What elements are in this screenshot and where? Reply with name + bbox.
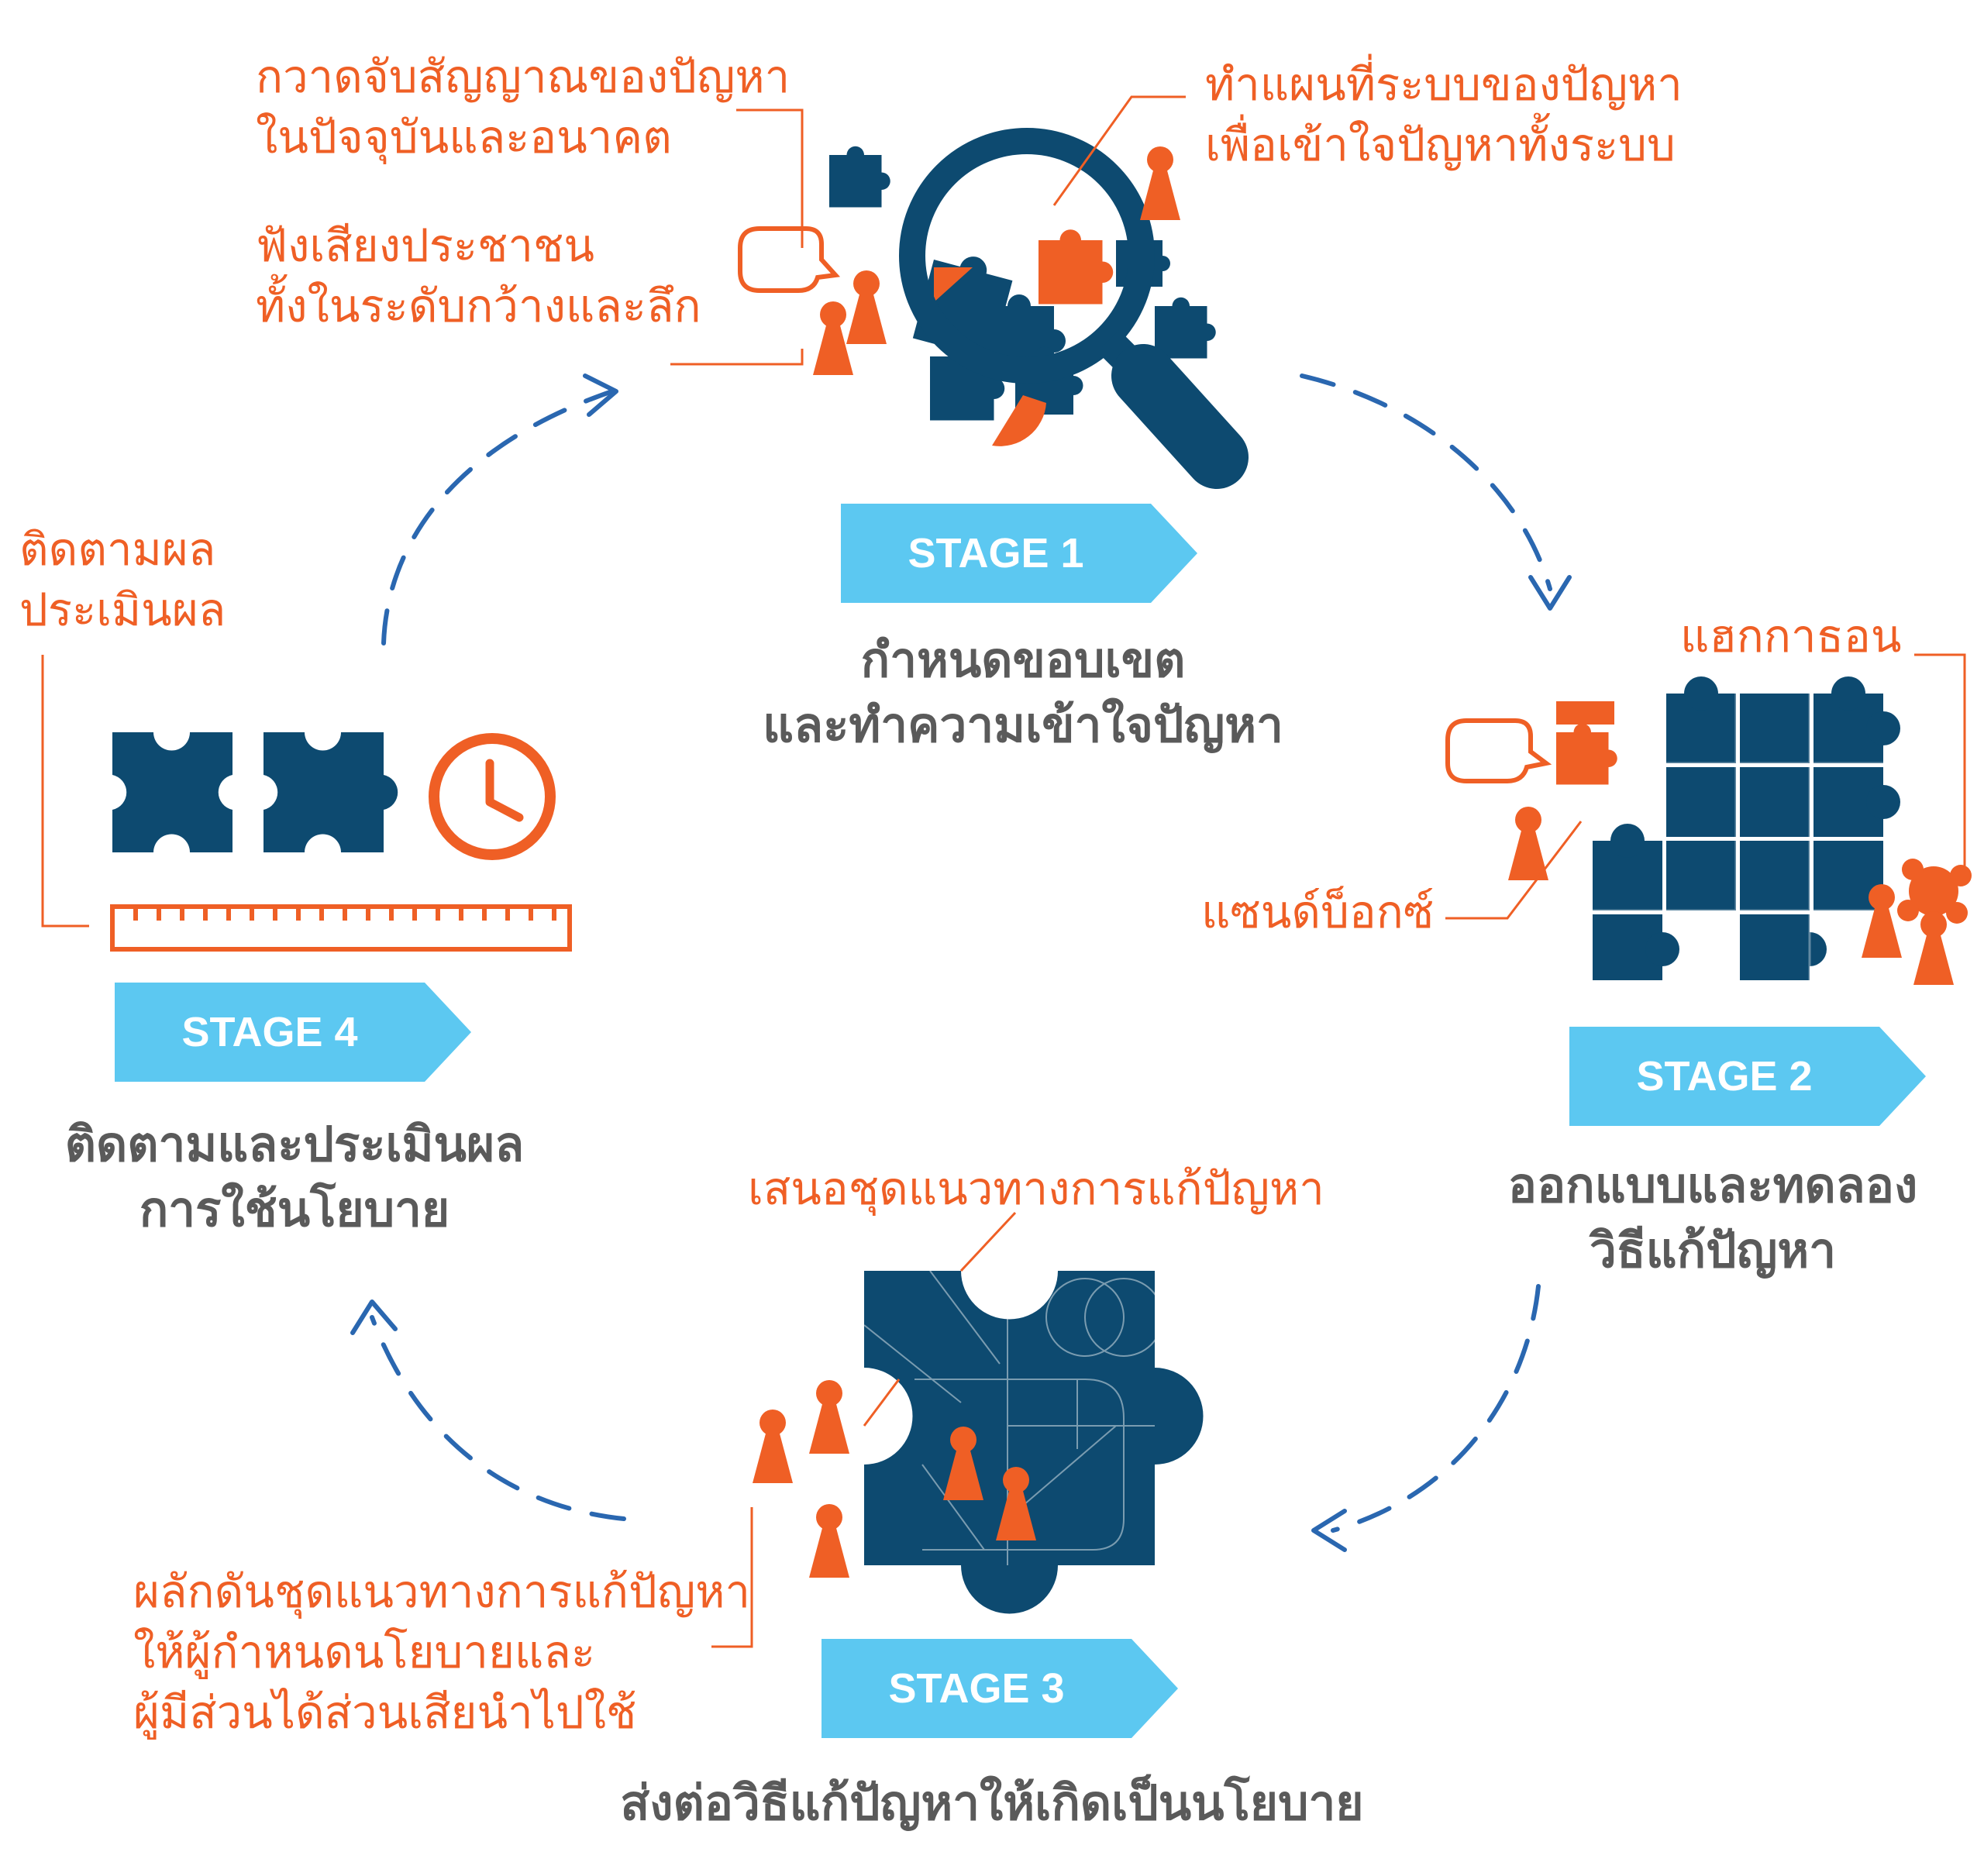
annotation-line: ฟังเสียงประชาชน <box>256 219 594 272</box>
stage3-illustration <box>753 1270 1204 1614</box>
title-line: กำหนดขอบเขต <box>860 632 1186 688</box>
arrow-s2-to-s3 <box>1331 1284 1541 1533</box>
puzzle-piece-icon <box>1897 859 1972 924</box>
arrow-s4-to-s1 <box>381 389 615 645</box>
magnifier-icon <box>899 128 1249 489</box>
ruler-icon <box>110 904 572 952</box>
title-line: ออกแบบและทดลอง <box>1507 1157 1918 1213</box>
annotation-line: ทำแผนที่ระบบของปัญหา <box>1205 58 1683 111</box>
speech-bubble-icon <box>738 226 841 293</box>
stage-1-title: กำหนดขอบเขต และทำความเข้าใจปัญหา <box>666 628 1380 758</box>
speech-bubble-icon <box>1445 718 1552 783</box>
cycle-arrow-icon <box>370 373 1552 1533</box>
annotation-line: ให้ผู้กำหนดนโยบายและ <box>133 1626 596 1678</box>
puzzle-piece-icon <box>112 732 232 852</box>
title-line: ส่งต่อวิธีแก้ปัญหาให้เกิดเป็นนโยบาย <box>620 1774 1364 1831</box>
annotation-listen-people: ฟังเสียงประชาชน ทั้งในระดับกว้างและลึก <box>256 215 701 336</box>
annotation-push-solutions: ผลักดันชุดแนวทางการแก้ปัญหา ให้ผู้กำหนดน… <box>133 1561 750 1743</box>
annotation-line: เพื่อเข้าใจปัญหาทั้งระบบ <box>1205 119 1676 171</box>
title-line: และทำความเข้าใจปัญหา <box>763 697 1283 753</box>
annotation-system-map: ทำแผนที่ระบบของปัญหา เพื่อเข้าใจปัญหาทั้… <box>1205 54 1683 175</box>
annotation-line: ทั้งในระดับกว้างและลึก <box>256 280 701 332</box>
annotation-line: ในปัจจุบันและอนาคต <box>256 111 672 164</box>
clock-icon <box>429 733 556 860</box>
arrowhead-4 <box>350 1299 398 1335</box>
title-line: ติดตามและประเมินผล <box>64 1116 525 1172</box>
stage-2-title: ออกแบบและทดลอง วิธีแก้ปัญหา <box>1449 1153 1976 1283</box>
stage-1-badge: STAGE 1 <box>841 504 1197 603</box>
annotation-sense-signals: กวาดจับสัญญาณของปัญหา ในปัจจุบันและอนาคต <box>256 46 790 167</box>
annotation-line: กวาดจับสัญญาณของปัญหา <box>256 50 790 103</box>
stage4-illustration <box>110 732 572 952</box>
stage-2-badge: STAGE 2 <box>1569 1027 1926 1126</box>
annotation-sandbox: แซนด์บ็อกซ์ <box>1201 886 1435 938</box>
arrow-s1-to-s2 <box>1300 373 1552 591</box>
arrowhead-2 <box>1528 575 1572 611</box>
puzzle-piece-icon <box>264 732 398 852</box>
stage-3-badge: STAGE 3 <box>822 1639 1178 1738</box>
annotation-hackathon: แฮกกาธอน <box>1680 610 1902 663</box>
arrow-s3-to-s4 <box>370 1315 626 1521</box>
stage-3-title: ส่งต่อวิธีแก้ปัญหาให้เกิดเป็นนโยบาย <box>411 1771 1573 1836</box>
arrowhead-1 <box>583 373 618 417</box>
arrowhead-3 <box>1311 1509 1347 1552</box>
annotation-line: ผลักดันชุดแนวทางการแก้ปัญหา <box>133 1565 751 1618</box>
puzzle-piece-icon <box>864 1271 1204 1614</box>
title-line: การใช้นโยบาย <box>139 1181 450 1237</box>
annotation-line: ติดตามผล <box>19 523 216 576</box>
annotation-propose-solutions: เสนอชุดแนวทางการแก้ปัญหา <box>748 1162 1324 1215</box>
stage-4-badge: STAGE 4 <box>115 983 471 1082</box>
stage2-illustration <box>1445 676 1972 985</box>
annotation-line: ประเมินผล <box>19 583 226 636</box>
annotation-monitor-evaluate: ติดตามผล ประเมินผล <box>19 519 226 640</box>
stage-4-title: ติดตามและประเมินผล การใช้นโยบาย <box>16 1112 574 1242</box>
stage1-illustration <box>738 128 1249 489</box>
annotation-line: ผู้มีส่วนได้ส่วนเสียนำไปใช้ <box>133 1686 637 1739</box>
title-line: วิธีแก้ปัญหา <box>1589 1222 1837 1279</box>
